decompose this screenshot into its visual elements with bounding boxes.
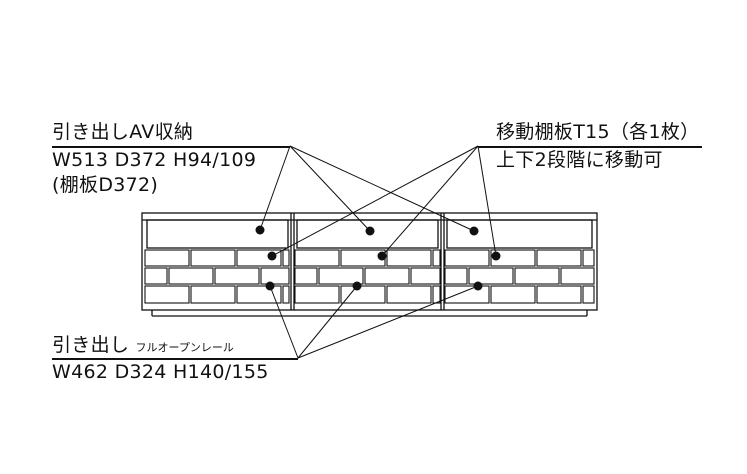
brick <box>444 267 468 285</box>
brick <box>514 267 560 285</box>
drawer-title: 引き出し フルオープンレール <box>52 333 234 360</box>
brick <box>190 249 236 267</box>
brick <box>582 249 595 267</box>
brick <box>386 285 432 304</box>
brick <box>144 267 168 285</box>
brick <box>386 249 432 267</box>
brick <box>364 267 410 285</box>
dot-shelf-right <box>491 251 501 261</box>
brick <box>294 249 340 267</box>
brick <box>318 267 364 285</box>
brick <box>468 267 514 285</box>
brick <box>410 267 441 285</box>
dot-shelf-center <box>377 251 387 261</box>
brick <box>236 285 282 304</box>
av-drawer-underline <box>52 146 290 148</box>
brick <box>432 249 441 267</box>
drawer-title-main: 引き出し <box>52 334 130 356</box>
dot-drawer-center <box>352 281 362 291</box>
brick <box>490 285 536 304</box>
brick <box>536 249 582 267</box>
brick <box>282 285 290 304</box>
brick <box>432 285 441 304</box>
dot-av-center <box>365 226 375 236</box>
brick <box>260 267 290 285</box>
brick <box>340 285 386 304</box>
dot-drawer-left <box>265 281 275 291</box>
dot-drawer-right <box>473 281 483 291</box>
brick <box>144 285 190 304</box>
brick <box>560 267 595 285</box>
drawer-title-rail: フルオープンレール <box>135 341 234 354</box>
brick <box>444 285 490 304</box>
av-drawer-note: (棚板D372) <box>52 174 159 196</box>
brick <box>582 285 595 304</box>
brick <box>282 249 290 267</box>
brick <box>144 249 190 267</box>
drawer-dims: W462 D324 H140/155 <box>52 361 269 383</box>
dot-av-right <box>469 226 479 236</box>
drawer-brick-pattern <box>144 249 595 304</box>
upper-compartments <box>146 219 593 249</box>
brick <box>236 249 282 267</box>
brick <box>168 267 214 285</box>
leader-lines <box>259 145 497 359</box>
brick <box>490 249 536 267</box>
brick <box>214 267 260 285</box>
av-drawer-title: 引き出しAV収納 <box>52 121 194 143</box>
brick <box>294 267 318 285</box>
shelf-underline <box>478 146 702 148</box>
drawer-underline <box>52 358 298 360</box>
dot-av-left <box>255 225 265 235</box>
brick <box>444 249 490 267</box>
shelf-note: 上下2段階に移動可 <box>496 149 663 171</box>
shelf-title: 移動棚板T15（各1枚） <box>496 121 700 143</box>
brick <box>294 285 340 304</box>
dot-shelf-left <box>267 251 277 261</box>
brick <box>536 285 582 304</box>
callout-dots <box>255 225 501 291</box>
av-drawer-dims: W513 D372 H94/109 <box>52 149 257 171</box>
brick <box>190 285 236 304</box>
